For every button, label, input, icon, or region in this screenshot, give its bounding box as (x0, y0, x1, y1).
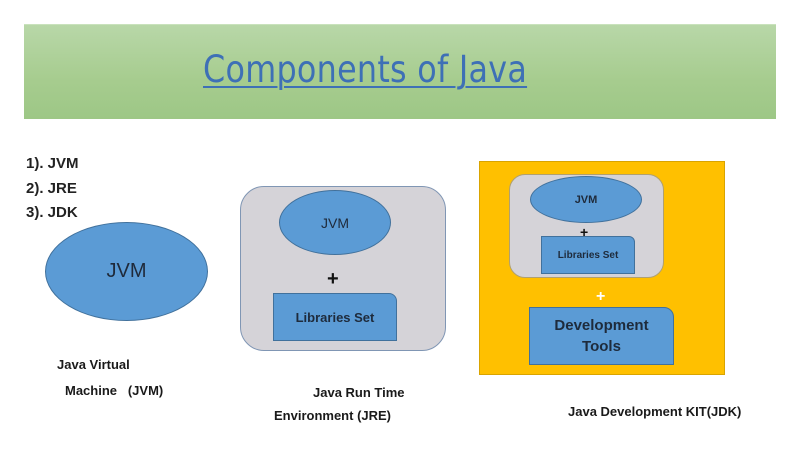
jdk-development-tools-box: Development Tools (529, 307, 674, 365)
page-title: Components of Java (203, 48, 528, 91)
jre-jvm-ellipse: JVM (279, 190, 391, 255)
jre-caption-line2: Environment (JRE) (274, 408, 392, 423)
jre-caption-line1: Java Run Time (313, 385, 405, 400)
jdk-jvm-ellipse-label: JVM (574, 193, 598, 206)
list-item-jdk: 3). JDK (26, 204, 78, 221)
jdk-tools-label-line2: Tools (582, 338, 621, 355)
jdk-libraries-box: Libraries Set (541, 236, 635, 274)
jre-libraries-box: Libraries Set (273, 293, 397, 341)
jdk-outer-plus-icon: + (596, 288, 606, 305)
jre-jvm-ellipse-label: JVM (321, 214, 349, 231)
jdk-inner-plus-icon: + (580, 224, 589, 240)
title-banner (24, 24, 776, 119)
jdk-tools-label-line1: Development (554, 317, 649, 334)
jvm-caption-line1: Java Virtual (57, 357, 130, 372)
list-item-jre: 2). JRE (26, 180, 77, 197)
jdk-libraries-label: Libraries Set (557, 249, 619, 261)
jre-libraries-label: Libraries Set (295, 309, 375, 325)
jvm-ellipse: JVM (45, 222, 208, 321)
jdk-jvm-ellipse: JVM (530, 176, 642, 223)
jvm-ellipse-label: JVM (106, 260, 147, 282)
jvm-caption-line2: Machine (JVM) (65, 383, 164, 398)
jdk-caption: Java Development KIT(JDK) (568, 404, 742, 419)
list-item-jvm: 1). JVM (26, 155, 79, 172)
jre-plus-icon: + (327, 268, 339, 290)
